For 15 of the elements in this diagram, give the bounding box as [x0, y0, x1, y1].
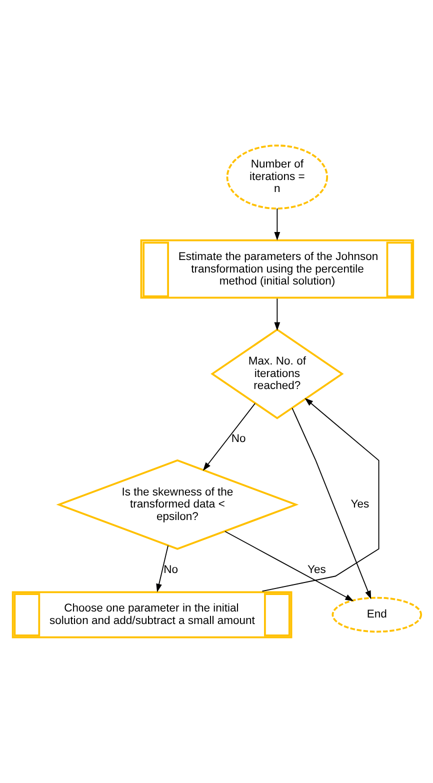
arrow — [156, 544, 169, 592]
edge-label: Yes — [350, 498, 370, 510]
arrow — [224, 530, 354, 601]
arrow — [274, 208, 280, 240]
edge-label: Yes — [308, 563, 326, 576]
node-ellipse: End — [332, 596, 422, 632]
edge-label: No — [164, 563, 178, 576]
node-ellipse: Number of iterations = n — [226, 144, 328, 209]
arrow — [262, 397, 380, 592]
arrow — [292, 407, 372, 599]
arrow — [274, 298, 280, 330]
node-diamond: Max. No. of iterations reached? — [210, 328, 344, 419]
node-diamond: Is the skewness of the transformed data < epsilon? — [56, 458, 299, 550]
edge-label: No — [231, 432, 246, 445]
arrow — [202, 402, 256, 470]
